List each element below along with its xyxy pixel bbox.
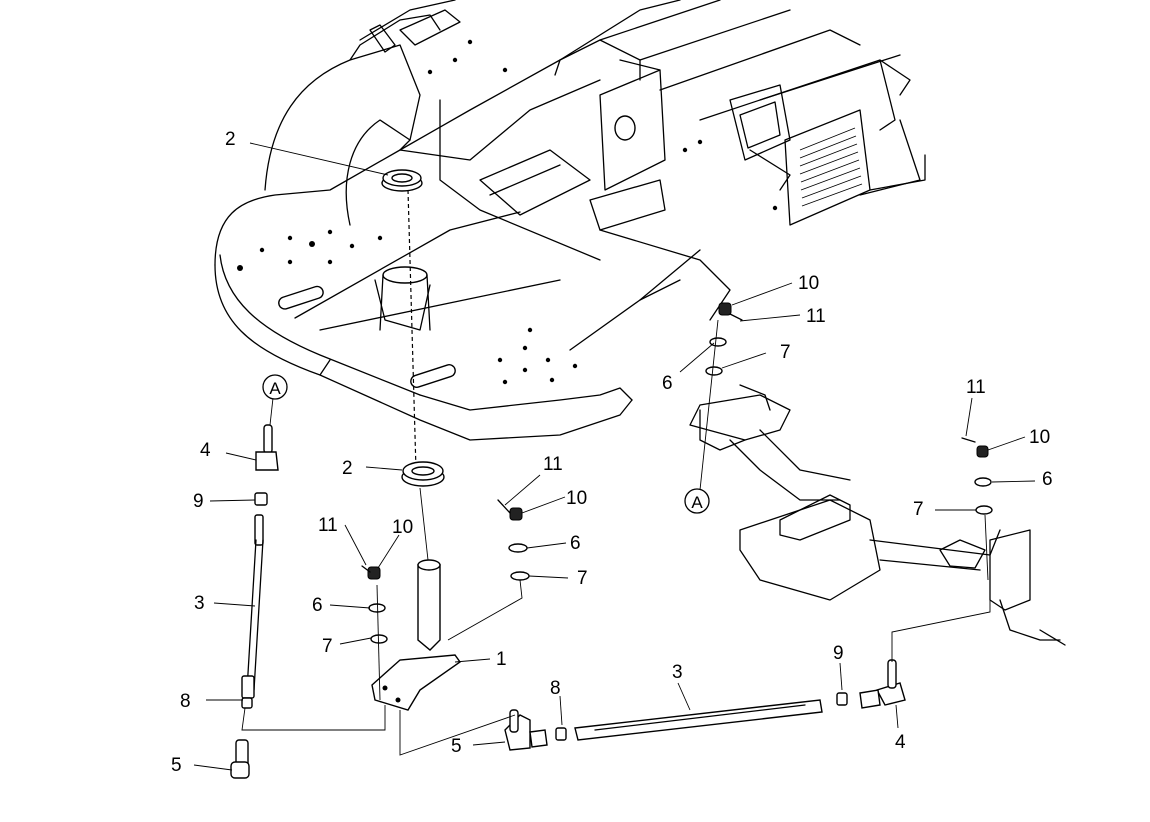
tractor-frame (214, 0, 926, 441)
callout-10-left: 10 (392, 517, 413, 538)
tie-rod-right (504, 659, 906, 751)
column-guide-line (407, 189, 417, 471)
callout-labels: 1 2 2 3 3 4 4 5 5 6 6 6 6 7 7 7 7 8 8 9 … (171, 129, 1053, 776)
callout-7-mid: 7 (577, 568, 588, 589)
grill-slots (799, 127, 863, 207)
callout-10-top: 10 (798, 273, 819, 294)
reference-a-axle-label: A (691, 493, 703, 512)
callout-9-left: 9 (193, 491, 204, 512)
callout-10-mid: 10 (566, 488, 587, 509)
callout-11-top: 11 (806, 306, 826, 327)
callout-8-right: 8 (550, 678, 561, 699)
bearing-guide-line (419, 487, 429, 561)
callout-6-top: 6 (662, 373, 673, 394)
front-axle (689, 384, 1066, 646)
frame-holes (237, 39, 778, 385)
callout-9-right: 9 (833, 643, 844, 664)
leader-lines (193, 142, 1036, 771)
callout-6-left: 6 (312, 595, 323, 616)
hardware-stack-axle (974, 445, 993, 515)
callout-8-left: 8 (180, 691, 191, 712)
callout-1: 1 (496, 649, 507, 670)
callout-2-upper: 2 (225, 129, 236, 150)
callout-11-mid: 11 (543, 454, 563, 475)
callout-5-left: 5 (171, 755, 182, 776)
callout-10-axle: 10 (1029, 427, 1050, 448)
callout-7-left: 7 (322, 636, 333, 657)
hardware-stack-top (705, 302, 732, 376)
hardware-stack-left (367, 566, 388, 644)
callout-6-axle: 6 (1042, 469, 1053, 490)
reference-a-left: A (262, 374, 288, 400)
bearing-2-lower (401, 461, 445, 487)
callout-7-axle: 7 (913, 499, 924, 520)
hardware-stack-right (508, 507, 530, 581)
bearing-2-upper (381, 169, 423, 192)
tie-rod-left (230, 424, 279, 779)
callout-11-left: 11 (318, 515, 338, 536)
reference-a-left-label: A (269, 379, 281, 398)
callout-3-right: 3 (672, 662, 683, 683)
callout-2-lower: 2 (342, 458, 353, 479)
callout-11-axle: 11 (966, 377, 986, 398)
reference-a-axle: A (684, 488, 710, 514)
steering-arm-1 (371, 559, 461, 711)
callout-3-left: 3 (194, 593, 205, 614)
callout-5-right: 5 (451, 736, 462, 757)
callout-7-top: 7 (780, 342, 791, 363)
callout-4-left: 4 (200, 440, 211, 461)
callout-4-right: 4 (895, 732, 906, 753)
callout-6-mid: 6 (570, 533, 581, 554)
